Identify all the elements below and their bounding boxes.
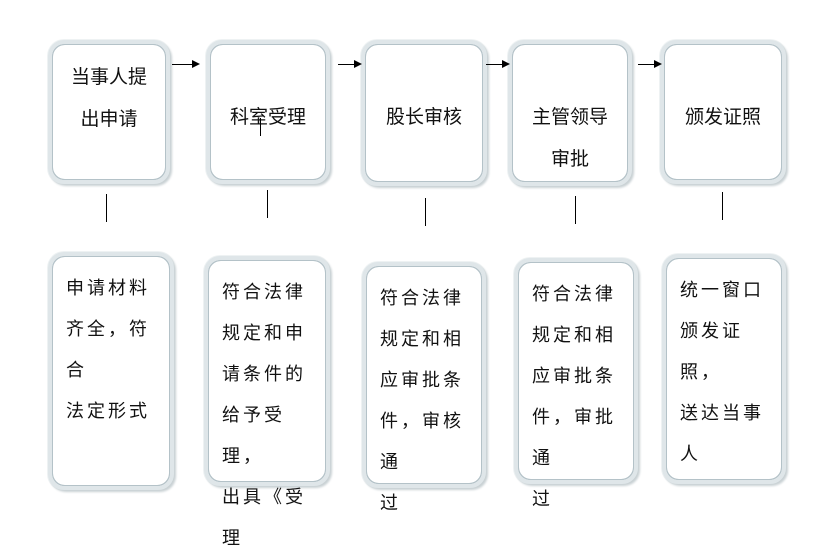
connector-3 (425, 198, 426, 226)
detail-text-review: 符合法律 规定和相 应审批条 件，审核通 过 (380, 288, 464, 514)
connector-2a (260, 118, 261, 136)
detail-text-submit: 申请材料 齐全，符合 法定形式 (66, 278, 150, 422)
step-box-issue: 颁发证照 (660, 40, 786, 184)
detail-text-issue: 统一窗口 颁发证照， 送达当事 人 (680, 280, 764, 465)
detail-box-review: 符合法律 规定和相 应审批条 件，审核通 过 (362, 262, 486, 514)
connector-5 (722, 192, 723, 220)
step-box-review: 股长审核 (361, 40, 487, 186)
flow-arrow-4 (638, 60, 662, 68)
detail-text-approve: 符合法律 规定和相 应审批条 件，审批通 过 (532, 284, 616, 510)
step-box-submit: 当事人提 出申请 (48, 40, 170, 184)
flow-arrow-3 (486, 60, 510, 68)
detail-box-accept: 符合法律 规定和申 请条件的 给予受理， 出具《受理 (204, 256, 330, 549)
flow-arrow-2 (338, 60, 362, 68)
step-title-accept: 科室受理 (229, 106, 306, 128)
detail-box-approve: 符合法律 规定和相 应审批条 件，审批通 过 (514, 258, 638, 510)
step-box-accept: 科室受理 (206, 40, 330, 184)
step-title-review: 股长审核 (385, 106, 462, 128)
detail-box-submit: 申请材料 齐全，符合 法定形式 (48, 252, 174, 490)
step-title-submit: 当事人提 出申请 (70, 66, 147, 130)
step-title-issue: 颁发证照 (684, 106, 761, 128)
step-box-approve: 主管领导 审批 (508, 40, 632, 186)
connector-1 (106, 194, 107, 222)
connector-4 (575, 196, 576, 224)
detail-box-issue: 统一窗口 颁发证照， 送达当事 人 (662, 254, 786, 484)
detail-text-accept: 符合法律 规定和申 请条件的 给予受理， 出具《受理 (222, 282, 306, 549)
connector-2 (267, 190, 268, 218)
step-title-approve: 主管领导 审批 (531, 106, 608, 170)
flow-arrow-1 (172, 60, 200, 68)
